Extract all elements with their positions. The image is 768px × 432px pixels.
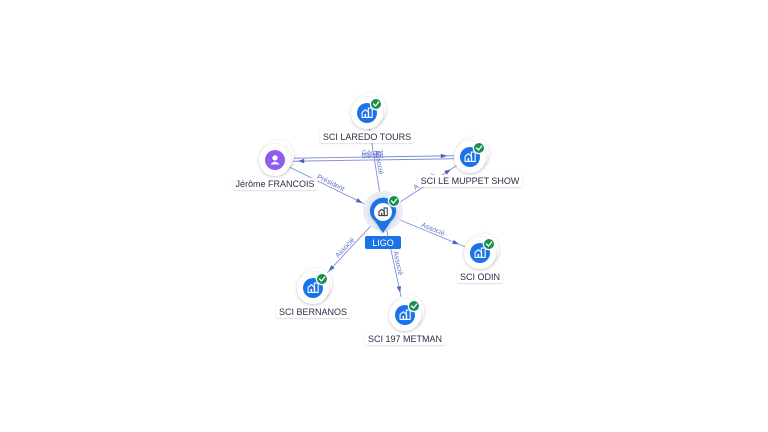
node-label: SCI LE MUPPET SHOW	[417, 175, 523, 187]
center-node-ligo[interactable]: LIGO	[363, 191, 403, 249]
building-icon	[378, 207, 388, 217]
node-label: SCI LAREDO TOURS	[319, 131, 415, 143]
center-label-text: LIGO	[372, 238, 394, 248]
verified-check-icon	[482, 237, 496, 251]
verified-check-icon	[387, 194, 401, 208]
edge-line	[274, 155, 470, 159]
company-node-muppet[interactable]: SCI LE MUPPET SHOW	[417, 137, 523, 187]
node-label-text: SCI LAREDO TOURS	[323, 132, 411, 142]
node-label: SCI 197 METMAN	[364, 333, 446, 345]
node-label-text: Jérôme FRANCOIS	[235, 179, 314, 189]
edge-label: Associé	[373, 150, 384, 175]
building-icon	[464, 151, 476, 162]
company-node-metman[interactable]: SCI 197 METMAN	[364, 295, 446, 345]
arrowhead	[355, 198, 363, 203]
company-node-laredo[interactable]: SCI LAREDO TOURS	[319, 93, 415, 143]
building-icon	[307, 282, 319, 293]
nodes-layer: SCI LAREDO TOURS SCI LE MUPPET SHOW SCI OD…	[232, 93, 523, 345]
node-label: SCI ODIN	[456, 271, 504, 283]
node-label-text: SCI 197 METMAN	[368, 334, 442, 344]
verified-check-icon	[472, 141, 486, 155]
arrowhead	[396, 285, 402, 293]
verified-check-icon	[315, 272, 329, 286]
node-label-text: SCI LE MUPPET SHOW	[421, 176, 520, 186]
edge-line	[275, 158, 471, 162]
edge-label: Président	[316, 174, 346, 193]
building-icon	[474, 247, 486, 258]
verified-check-icon	[407, 299, 421, 313]
person-icon	[270, 155, 280, 165]
center-inner	[374, 203, 392, 221]
edge-muppet-jerome: Gérant	[275, 153, 471, 164]
arrowhead	[444, 169, 451, 175]
edge-label: Gérant	[362, 150, 384, 157]
center-label: LIGO	[365, 236, 401, 249]
node-label: SCI BERNANOS	[275, 306, 351, 318]
edge-label: Associé	[391, 251, 403, 277]
edge-label: Associé	[420, 222, 445, 238]
building-icon	[361, 107, 373, 118]
edge-label: Associé	[335, 237, 357, 260]
node-label: Jérôme FRANCOIS	[232, 178, 318, 190]
arrowhead	[440, 153, 448, 159]
center-label-bg	[365, 236, 401, 249]
edge-jerome-muppet: Gérant	[274, 150, 470, 159]
verified-check-icon	[369, 97, 383, 111]
node-label-text: SCI BERNANOS	[279, 307, 347, 317]
company-node-bernanos[interactable]: SCI BERNANOS	[275, 268, 351, 318]
building-icon	[399, 309, 411, 320]
arrowhead	[297, 158, 305, 164]
node-label-text: SCI ODIN	[460, 272, 500, 282]
person-node-jerome[interactable]: Jérôme FRANCOIS	[232, 140, 318, 190]
arrowhead	[452, 239, 459, 245]
company-node-odin[interactable]: SCI ODIN	[456, 233, 504, 283]
edge-label: Gérant	[362, 153, 384, 160]
arrowhead	[328, 265, 335, 272]
